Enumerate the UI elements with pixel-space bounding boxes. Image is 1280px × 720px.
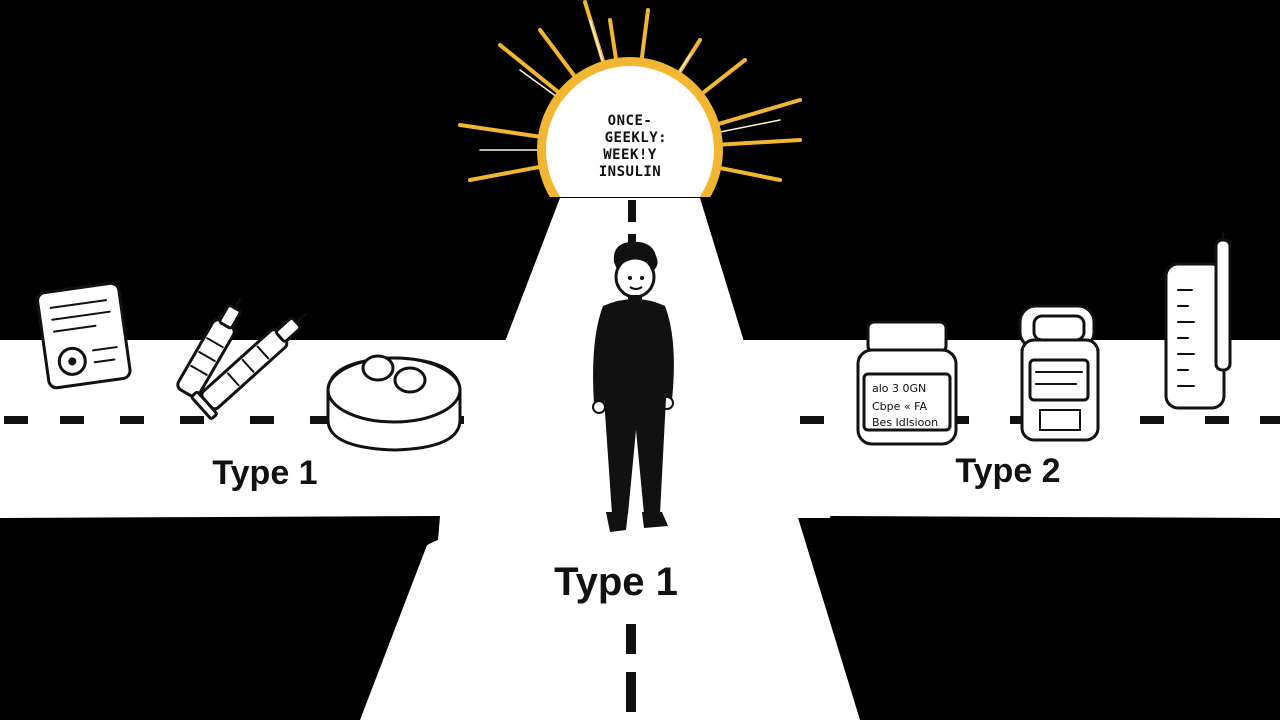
pill-case-icon [326,354,462,452]
bottle-label-line1: alo 3 0GN [872,382,926,395]
medicine-jar-icon [1018,304,1100,442]
bottle-label-line2: Cbpe « FA [872,400,927,413]
sun-text-line2: GEEKLY: [593,130,667,146]
pill-bottle-icon: alo 3 0GN Cbpe « FA Bes Idlsioon [856,320,958,446]
glucose-meter-icon [1164,231,1232,410]
sun-text-line3: WEEK!Y [603,147,657,163]
right-road-label: Type 2 [955,452,1060,490]
medical-card-icon [36,281,132,390]
sun-caption: ONCE- GEEKLY: WEEK!Y INSULIN [593,113,667,180]
person-figure [592,241,674,532]
sun-text-line1: ONCE- [608,113,653,129]
sun-text-line4: INSULIN [599,164,662,180]
insulin-pen-icon [176,298,242,399]
left-road-label: Type 1 [212,454,317,492]
syringe-icon [190,313,307,420]
center-road-label: Type 1 [554,560,678,604]
bottle-label-line3: Bes Idlsioon [872,416,938,429]
